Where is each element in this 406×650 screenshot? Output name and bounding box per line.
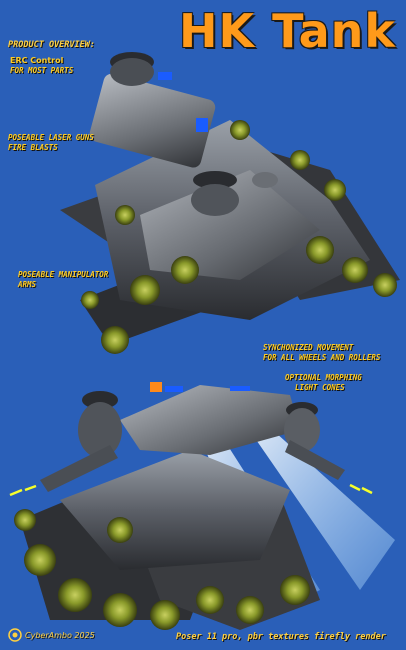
manipulator-arms-title: POSEABLE MANIPULATOR [18,270,109,279]
laser-guns-title: POSEABLE LASER GUNS [8,133,94,142]
erc-control-sub: FOR MOST PARTS [10,66,74,75]
sync-movement-sub: FOR ALL WHEELS AND ROLLERS [263,353,381,362]
manipulator-arms-label: POSEABLE MANIPULATOR ARMS [18,270,108,290]
sync-movement-title: SYNCHONIZED MOVEMENT [263,343,354,352]
erc-control-label: ERC Control FOR MOST PARTS [10,56,73,76]
light-cones-label: OPTIONAL MORPHING LIGHT CONES [285,373,362,393]
circle-logo-icon [8,628,22,642]
bottom-tank-render [9,382,395,630]
laser-guns-sub: FIRE BLASTS [8,143,58,152]
top-tank-render [60,52,400,354]
overview-header: PRODUCT OVERVIEW: [8,40,95,50]
manipulator-arms-sub: ARMS [18,280,37,289]
erc-control-title: ERC Control [10,56,64,65]
copyright-badge: CyberAmbo 2025 [8,628,95,642]
light-cones-sub: LIGHT CONES [295,383,345,392]
render-info: Poser 11 pro, pbr textures firefly rende… [176,632,386,642]
light-cones-title: OPTIONAL MORPHING [285,373,362,382]
product-title: HK Tank [179,4,396,58]
copyright-text: CyberAmbo 2025 [25,630,95,640]
sync-movement-label: SYNCHONIZED MOVEMENT FOR ALL WHEELS AND … [263,343,380,363]
laser-guns-label: POSEABLE LASER GUNS FIRE BLASTS [8,133,94,153]
